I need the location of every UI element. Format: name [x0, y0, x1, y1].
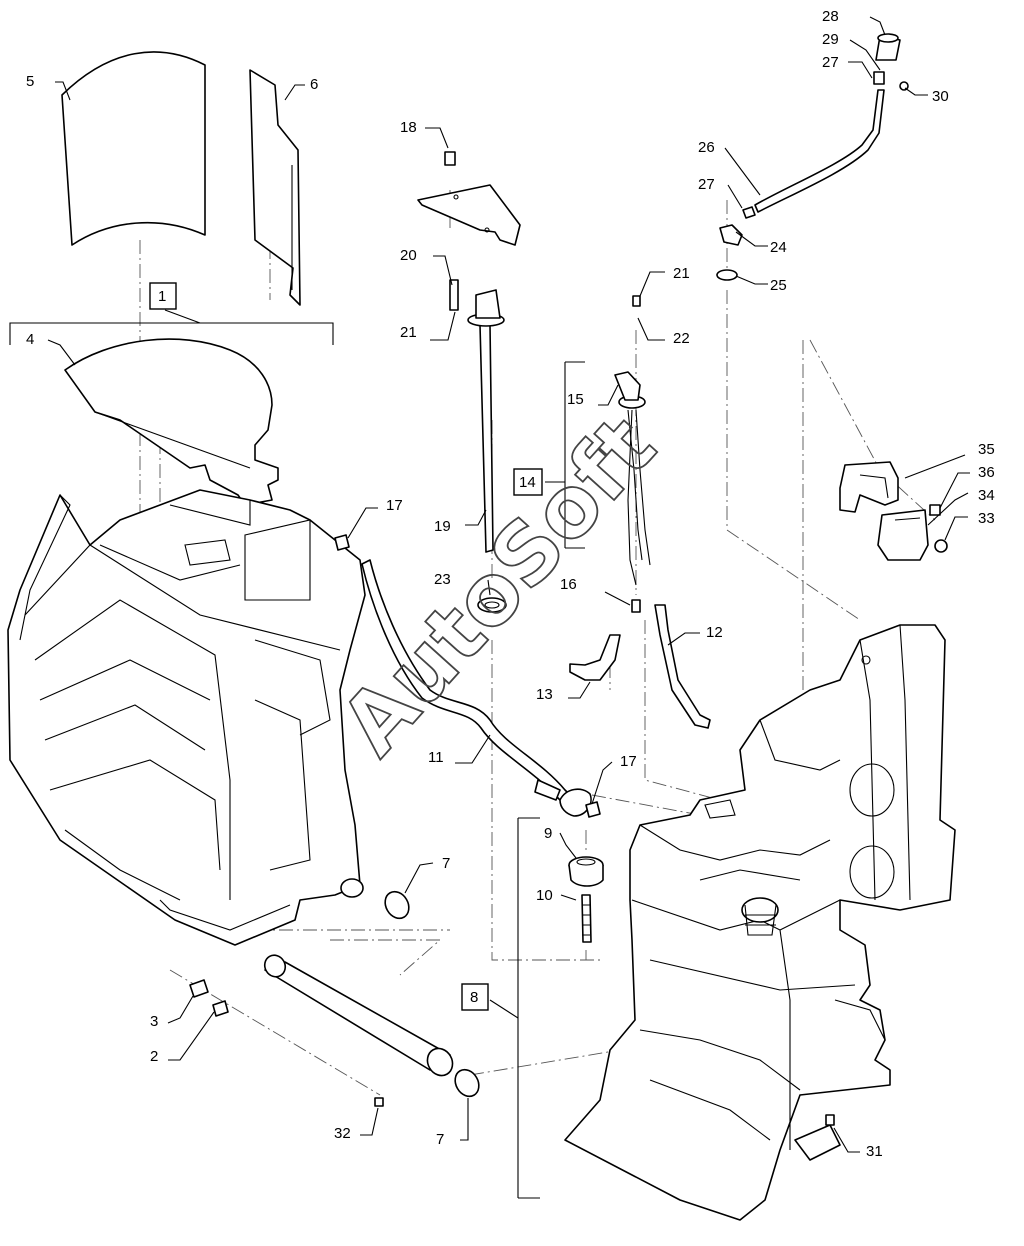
callout-27: 27 [698, 176, 715, 193]
callout-18: 18 [400, 119, 417, 136]
sender-bracket-18 [417, 151, 521, 246]
leader-lines [47, 16, 970, 1153]
callout-10: 10 [536, 887, 553, 904]
callout-17: 17 [386, 497, 403, 514]
bracket-35 [839, 461, 899, 513]
callout-2: 2 [150, 1048, 158, 1065]
seat-cover-panel-5 [61, 51, 206, 246]
callout-21: 21 [400, 324, 417, 341]
callout-20: 20 [400, 247, 417, 264]
callout-25: 25 [770, 277, 787, 294]
callout-13: 13 [536, 686, 553, 703]
callout-32: 32 [334, 1125, 351, 1142]
callout-21: 21 [673, 265, 690, 282]
callout-30: 30 [932, 88, 949, 105]
right-fuel-tank [564, 624, 956, 1221]
callout-27: 27 [822, 54, 839, 71]
callout-35: 35 [978, 441, 995, 458]
seal-ring-23 [477, 597, 507, 613]
bolt-36 [929, 504, 941, 516]
assembly-bracket [9, 309, 334, 345]
callout-31: 31 [866, 1143, 883, 1160]
callout-7: 7 [436, 1131, 444, 1148]
callout-28: 28 [822, 8, 839, 25]
boxed-callout-8: 8 [461, 983, 489, 1011]
fuel-hose-11 [361, 559, 592, 817]
left-fuel-tank [7, 489, 366, 946]
boxed-callout-14: 14 [513, 468, 543, 496]
callout-16: 16 [560, 576, 577, 593]
callout-17: 17 [620, 753, 637, 770]
callout-22: 22 [673, 330, 690, 347]
bracket-31 [794, 1114, 841, 1161]
callout-label-8: 8 [470, 989, 478, 1006]
fitting-2 [212, 1000, 229, 1017]
breather-pipe-26 [716, 33, 909, 281]
callout-labels: 28 29 27 30 5 6 18 26 27 24 20 21 21 25 … [26, 8, 995, 1160]
hose-clamp-7b [454, 1068, 480, 1098]
strainer-10 [581, 894, 592, 943]
boxed-callout-1: 1 [149, 282, 177, 310]
bracket-34 [877, 509, 929, 561]
callout-23: 23 [434, 571, 451, 588]
callout-7: 7 [442, 855, 450, 872]
pipe-assembly-14 [545, 295, 711, 729]
assembly-bracket-8 [489, 817, 540, 1199]
plug-32 [374, 1097, 384, 1107]
callout-12: 12 [706, 624, 723, 641]
callout-26: 26 [698, 139, 715, 156]
fitting-17b [585, 801, 601, 818]
callout-15: 15 [567, 391, 584, 408]
fitting-3 [189, 979, 209, 998]
crossover-pipe [263, 954, 454, 1077]
callout-24: 24 [770, 239, 787, 256]
callout-6: 6 [310, 76, 318, 93]
callout-9: 9 [544, 825, 552, 842]
callout-11: 11 [428, 749, 444, 766]
callout-3: 3 [150, 1013, 158, 1030]
callout-5: 5 [26, 73, 34, 90]
callout-label-14: 14 [519, 474, 536, 491]
fitting-17a [334, 534, 350, 551]
callout-34: 34 [978, 487, 995, 504]
callout-19: 19 [434, 518, 451, 535]
hose-clamp-7a [384, 890, 410, 920]
filler-cap-9 [568, 856, 604, 887]
nut-33 [934, 539, 948, 553]
callout-33: 33 [978, 510, 995, 527]
side-cover-panel-6 [249, 69, 301, 306]
fuel-level-sender-19 [449, 279, 505, 553]
callout-label-1: 1 [158, 288, 166, 305]
callout-36: 36 [978, 464, 995, 481]
callout-4: 4 [26, 331, 34, 348]
seat-cushion-4 [64, 338, 279, 506]
callout-29: 29 [822, 31, 839, 48]
